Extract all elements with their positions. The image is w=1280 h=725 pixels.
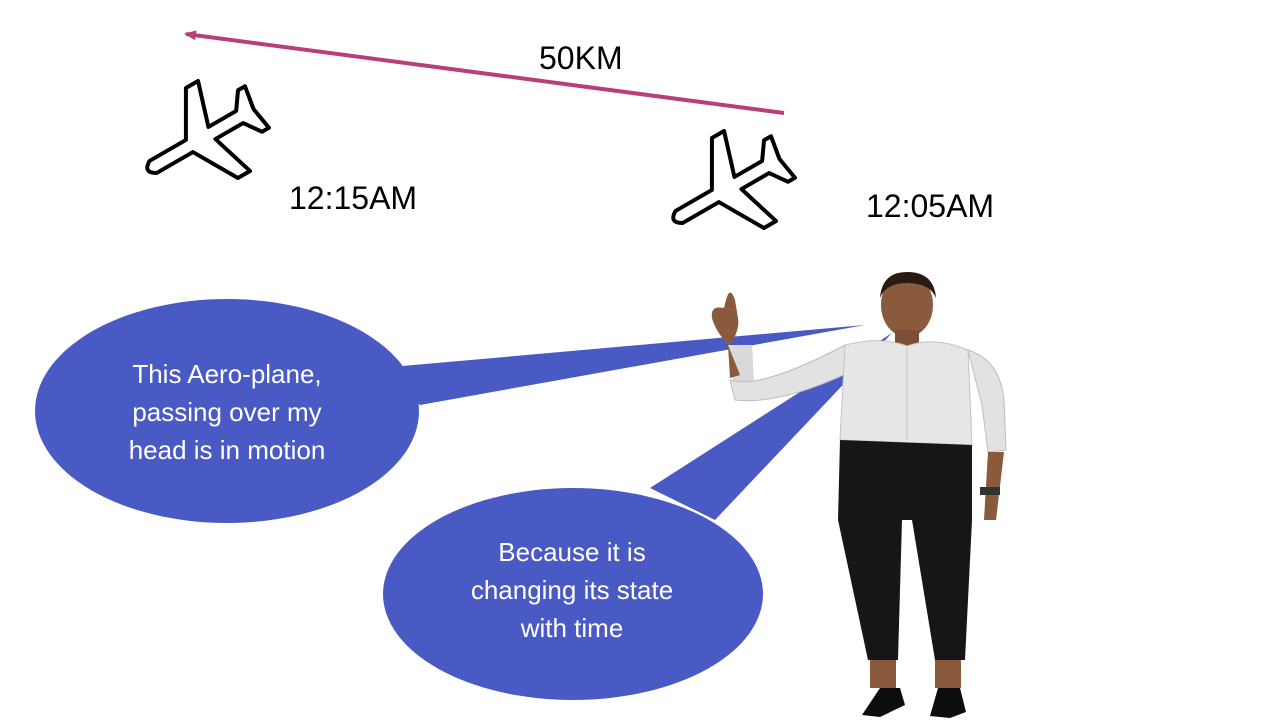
person-figure xyxy=(711,272,1007,718)
bubble-bottom-line: with time xyxy=(520,613,624,643)
airplane-icon xyxy=(645,109,811,268)
bubble-bottom-line: changing its state xyxy=(470,575,674,605)
distance-arrow xyxy=(184,30,785,115)
time-label-left: 12:15AM xyxy=(289,180,418,216)
bubble-top-text: This Aero-plane, passing over my head is… xyxy=(87,355,367,469)
bubble-bottom-line: Because it is xyxy=(498,537,646,567)
bubble-top-line: passing over my xyxy=(132,397,322,427)
distance-label: 50KM xyxy=(539,40,623,76)
bubble-top-line: This Aero-plane, xyxy=(132,359,322,389)
airplane-icon xyxy=(119,59,285,218)
bubble-top-line: head is in motion xyxy=(128,435,326,465)
bubble-bottom-text: Because it is changing its state with ti… xyxy=(432,533,712,647)
time-label-right: 12:05AM xyxy=(866,188,995,224)
